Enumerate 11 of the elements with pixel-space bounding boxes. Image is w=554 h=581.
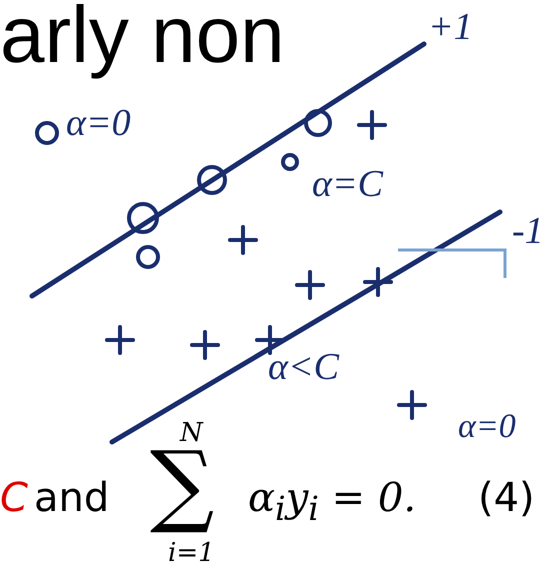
formula-text: i=1 (168, 540, 215, 566)
handwritten-label: α=0 (458, 410, 516, 444)
handwritten-label: α=C (312, 165, 383, 203)
handwritten-label: -1 (512, 212, 544, 250)
formula-text: α$_{i}$y$_{i}$ = 0. (248, 478, 416, 526)
handwritten-label: α<C (268, 348, 339, 386)
equation-number: (4) (478, 478, 535, 518)
handwritten-label: +1 (428, 8, 473, 46)
handwritten-label: α=0 (66, 104, 131, 142)
formula-text: and (34, 478, 110, 518)
formula-text: C (0, 478, 28, 518)
